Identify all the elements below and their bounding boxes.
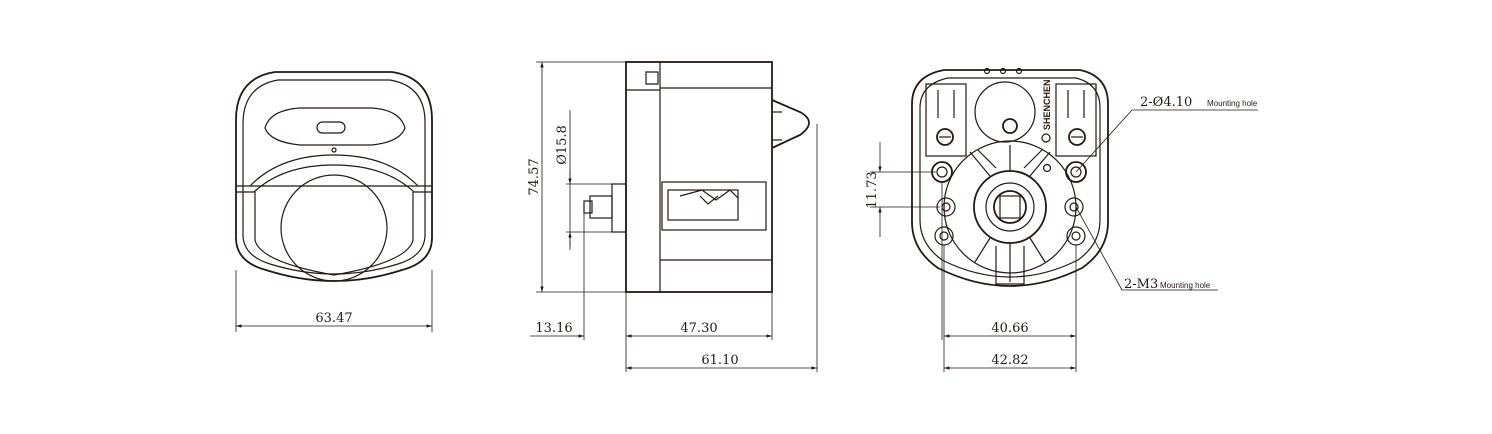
callout-mounting-holes-note: Mounting hole [1207,99,1258,108]
dim-front-width: 63.47 [315,311,352,326]
callout-m3-holes-note: Mounting hole [1160,281,1211,290]
dim-inner-hole-spacing: 40.66 [991,321,1028,336]
dim-outer-hole-spacing: 42.82 [991,353,1028,368]
dim-back-offset: 11.73 [865,171,880,208]
dim-body-depth: 47.30 [680,321,717,336]
front-rotor [280,174,388,282]
dim-total-depth: 61.10 [701,353,738,368]
front-slot [316,121,346,134]
dim-side-height: 74.57 [527,158,542,195]
front-window [264,107,406,146]
brand-logo-text: SHENCHEN [1042,79,1052,130]
front-view: 63.47 [235,71,433,332]
mounting-hole-right [1065,161,1087,183]
dim-shaft-diameter: Ø15.8 [555,125,570,165]
callout-mounting-holes: 2-Ø4.10 [1140,95,1192,110]
m3-hole-right-upper [1064,197,1084,217]
back-view: SHENCHEN 2-Ø4.10 Mounting hole 2-M3 Moun… [865,67,1258,372]
side-view: 74.57 Ø15.8 13.16 47.30 61.10 [527,61,818,372]
callout-m3-holes: 2-M3 [1124,277,1158,292]
brand-logo: SHENCHEN [1041,79,1052,143]
dim-shaft-length: 13.16 [535,321,572,336]
